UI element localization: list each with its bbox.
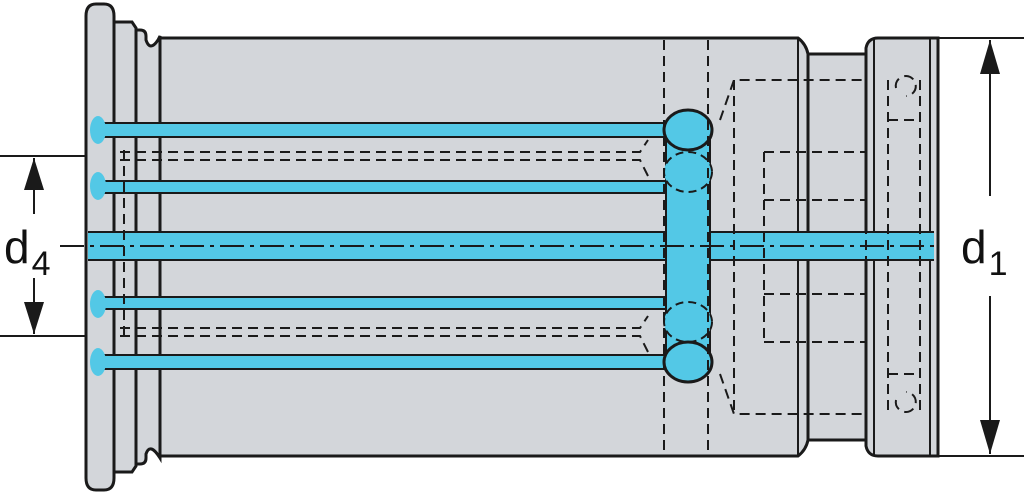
arrowhead-up	[980, 40, 1000, 74]
coolant-channel-1	[99, 122, 671, 138]
arrowhead-down	[980, 420, 1000, 454]
dimension-d1	[938, 37, 1024, 457]
arrowhead-down	[24, 302, 44, 334]
dimension-d4	[0, 155, 86, 337]
coolant-inlet-1	[90, 116, 106, 144]
coolant-inlet-4	[90, 348, 106, 376]
coolant-channel-2	[99, 180, 671, 194]
coolant-inlet-3	[90, 290, 106, 318]
dimension-label-d1: d1	[961, 221, 1008, 283]
coolant-channel-4	[99, 354, 671, 370]
coolant-inlet-2	[90, 172, 106, 200]
dimension-label-d4: d4	[4, 221, 51, 283]
arrowhead-up	[24, 158, 44, 190]
coolant-channel-3	[99, 296, 671, 310]
